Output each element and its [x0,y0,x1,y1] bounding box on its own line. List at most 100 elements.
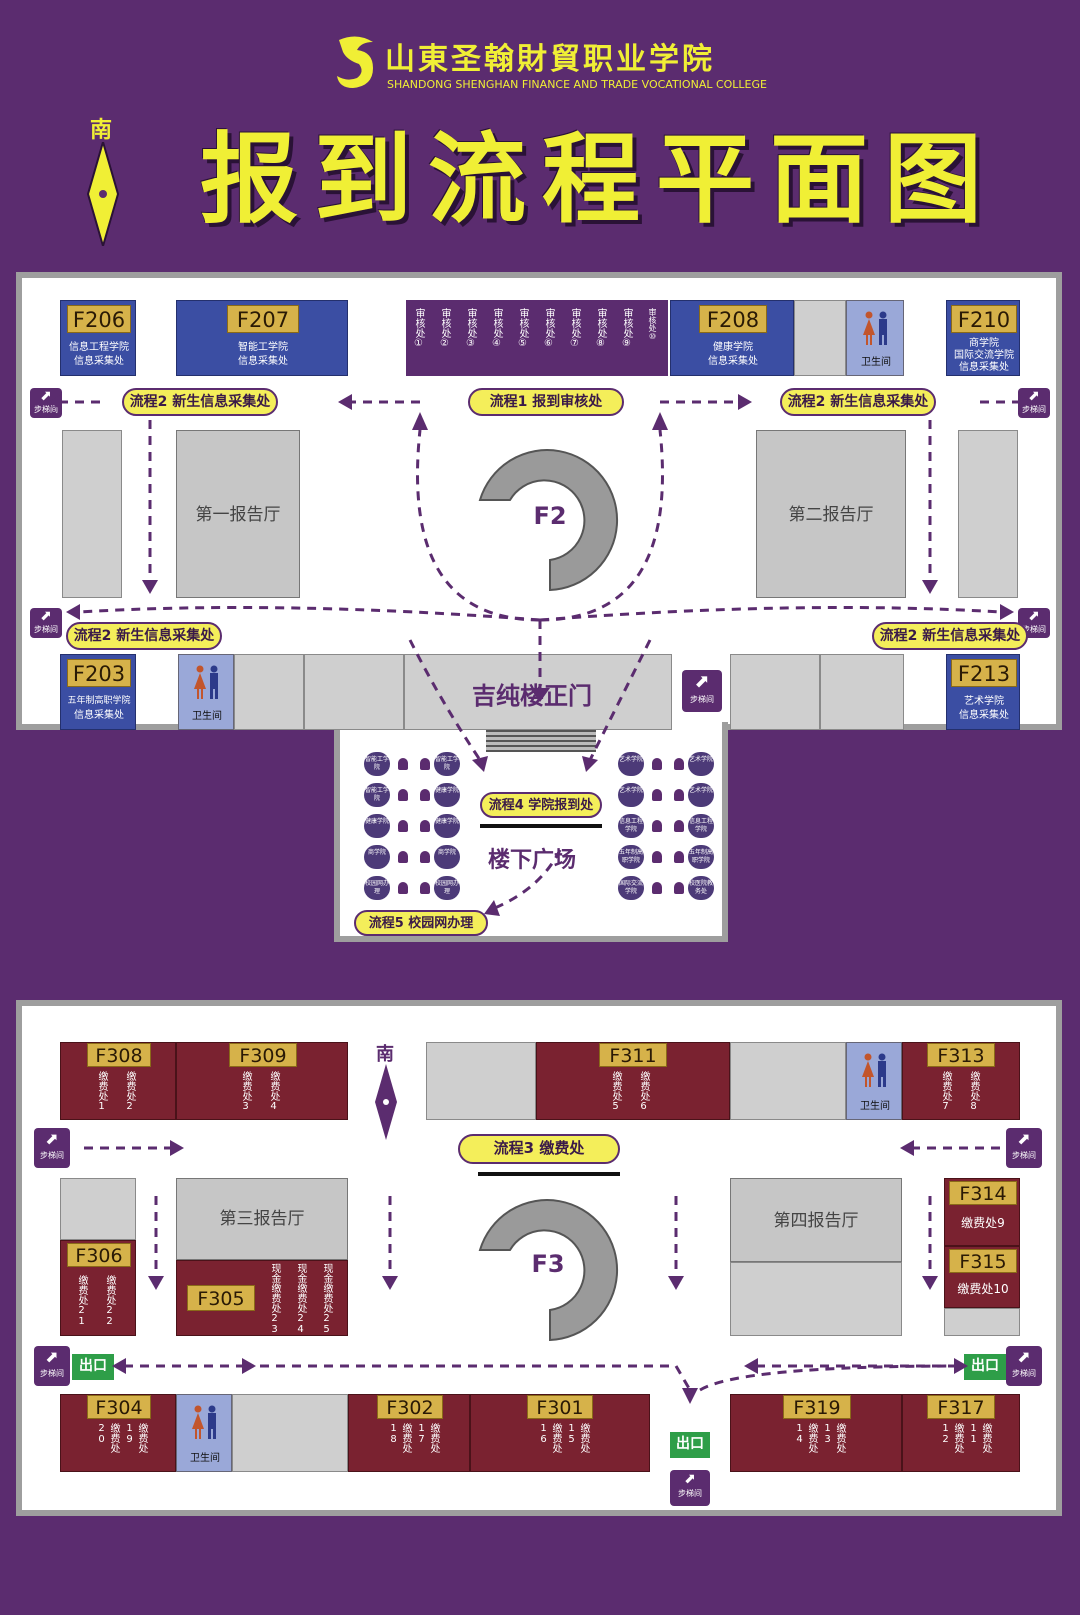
room-blank [234,654,304,730]
room-f208: F208 健康学院 信息采集处 [670,300,794,376]
stairs-label: 步梯间 [34,405,58,414]
room-code: F210 [951,305,1017,333]
room-code: F315 [949,1249,1017,1273]
person-icon [674,882,684,894]
flow3-pill: 流程3 缴费处 [458,1134,620,1164]
room-code: F308 [87,1043,151,1067]
stairs-center: ⬈步梯间 [682,670,722,712]
person-icon [398,820,408,832]
restroom-f3-south: 卫生间 [176,1394,232,1472]
person-icon [652,820,662,832]
person-icon [420,851,430,863]
room-blank [730,1262,902,1336]
payment-window: 缴费处2 [124,1071,135,1112]
room-blank [232,1394,348,1472]
room-code: F317 [927,1395,995,1419]
room-f301: F301 缴费处16 缴费处15 [470,1394,650,1472]
room-f302: F302 缴费处18 缴费处17 [348,1394,470,1472]
payment-window: 缴费处14 [794,1423,817,1453]
exit-sign-west: 出口 [72,1354,114,1380]
audit-window-6: 审核处⑥ [543,308,554,349]
plaza-station-badge: 健康学院 [434,814,460,838]
plaza-station-badge: 艺术学院 [618,752,644,776]
person-icon [674,758,684,770]
payment-window: 缴费处12 [940,1423,963,1453]
person-icon [652,882,662,894]
plaza-station-badge: 健康学院 [364,814,390,838]
stairs-label: 步梯间 [1012,1151,1036,1160]
floor2-label: F2 [533,502,567,530]
restroom-label: 卫生间 [190,1453,220,1464]
payment-window: 缴费处20 [96,1423,119,1453]
payment-window: 缴费处4 [268,1071,279,1112]
floor3-flow-paths [84,1140,1000,1404]
payment-window: 现金缴费处24 [295,1263,306,1335]
payment-window: 缴费处17 [416,1423,439,1453]
hall-4: 第四报告厅 [730,1178,902,1262]
room-f317: F317 缴费处12 缴费处11 [902,1394,1020,1472]
payment-window: 缴费处9 [961,1216,1005,1230]
hall-2: 第二报告厅 [756,430,906,598]
restroom-icon [194,665,218,699]
plaza-station-badge: 智能工学院 [364,783,390,807]
room-f305: F305 现金缴费处23 现金缴费处24 现金缴费处25 [176,1260,348,1336]
person-icon [398,758,408,770]
restroom-label: 卫生间 [192,711,222,722]
payment-window: 缴费处18 [388,1423,411,1453]
room-code: F304 [87,1395,151,1419]
compass-arrow-icon [86,142,120,246]
stairs-f3-nw: ⬈步梯间 [34,1128,70,1168]
person-icon [398,789,408,801]
room-blank [794,300,846,376]
room-code: F206 [67,305,131,333]
school-name-cn: 山東圣翰財貿职业学院 [385,42,715,77]
room-desc: 信息采集处 [708,356,758,367]
room-f304: F304 缴费处20 缴费处19 [60,1394,176,1472]
room-code: F313 [927,1043,995,1067]
room-desc: 信息采集处 [959,710,1009,721]
room-f311: F311 缴费处5 缴费处6 [536,1042,730,1120]
audit-window-2: 审核处② [439,308,450,349]
room-f314: F314 缴费处9 [944,1178,1020,1246]
hall-1: 第一报告厅 [176,430,300,598]
audit-window-9: 审核处⑨ [621,308,632,349]
spiral-staircase-f2 [478,449,619,592]
room-desc: 信息采集处 [238,356,288,367]
room-desc: 艺术学院 [964,696,1004,707]
room-code: F319 [783,1395,851,1419]
payment-window: 缴费处1 [96,1071,107,1112]
plaza-station-badge: 信息工程学院 [688,814,714,838]
plaza-station-badge: 艺术学院 [688,752,714,776]
person-icon [652,789,662,801]
room-f313: F313 缴费处7 缴费处8 [902,1042,1020,1120]
stairs-label: 步梯间 [1022,625,1046,634]
stairs-label: 步梯间 [34,625,58,634]
room-f213: F213 艺术学院 信息采集处 [946,654,1020,730]
payment-window: 缴费处10 [957,1282,1009,1296]
stairs-sw: ⬈步梯间 [30,608,62,638]
plaza-station-badge: 智能工学院 [434,752,460,776]
plaza-station-badge: 艺术学院 [618,783,644,807]
flow2-pill-se: 流程2 新生信息采集处 [872,622,1028,650]
floor2-flow-paths [48,394,1032,916]
restroom-icon [863,311,887,345]
entrance-steps [486,730,596,752]
room-blank [304,654,404,730]
room-f207: F207 智能工学院 信息采集处 [176,300,348,376]
person-icon [674,789,684,801]
payment-window: 现金缴费处23 [269,1263,280,1335]
stairs-f3-s: ⬈步梯间 [670,1470,710,1506]
side-block-west [62,430,122,598]
room-desc: 国际交流学院 [954,350,1014,361]
flow2-pill-ne: 流程2 新生信息采集处 [780,388,936,416]
plaza-label: 楼下广场 [488,848,577,873]
room-blank [60,1178,136,1240]
restroom-icon [192,1405,216,1439]
room-f309: F309 缴费处3 缴费处4 [176,1042,348,1120]
audit-windows-strip [406,300,668,376]
room-blank [820,654,904,730]
plaza-station-badge: 校医院教务处 [688,876,714,900]
room-f206: F206 信息工程学院 信息采集处 [60,300,136,376]
payment-window: 缴费处13 [822,1423,845,1453]
room-desc: 商学院 [969,338,999,349]
